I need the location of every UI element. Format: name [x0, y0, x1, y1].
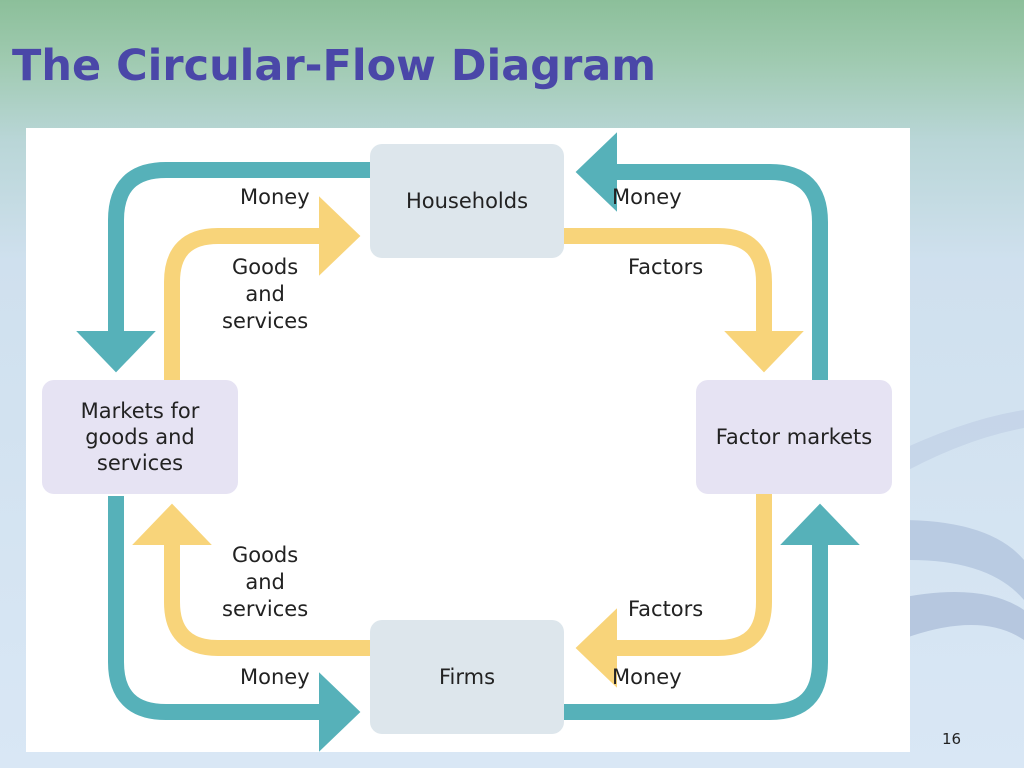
- flow-arrows: [76, 132, 860, 752]
- money-label-bottom-left: Money: [240, 665, 310, 689]
- money-arrow-households-to-goods-market: [76, 162, 370, 373]
- firms-box: Firms: [370, 620, 564, 734]
- money-arrow-firms-to-factor-market: [564, 503, 860, 720]
- goods-market-box: Markets for goods and services: [42, 380, 238, 494]
- factors-label-top: Factors: [628, 255, 704, 279]
- goods-arrow-firms-to-goods-market: [132, 503, 370, 656]
- slide-number: 16: [942, 730, 962, 748]
- money-label-top-right: Money: [612, 185, 682, 209]
- money-arrow-goods-market-to-firms: [108, 496, 361, 752]
- goods-label-top: Goods and services: [222, 255, 309, 333]
- goods-label-bottom: Goods and services: [222, 543, 309, 621]
- factor-market-box: Factor markets: [696, 380, 892, 494]
- factors-label-bottom: Factors: [628, 597, 704, 621]
- slide-title: The Circular-Flow Diagram: [12, 41, 657, 91]
- money-label-top-left: Money: [240, 185, 310, 209]
- factors-arrow-households-to-factor-market: [564, 228, 804, 373]
- goods-arrow-goods-market-to-households: [164, 196, 361, 380]
- money-arrow-factor-market-to-households: [575, 132, 828, 380]
- circular-flow-diagram: Households Firms Markets for goods and s…: [26, 128, 910, 752]
- money-label-bottom-right: Money: [612, 665, 682, 689]
- factors-arrow-factor-market-to-firms: [575, 494, 772, 688]
- households-box: Households: [370, 144, 564, 258]
